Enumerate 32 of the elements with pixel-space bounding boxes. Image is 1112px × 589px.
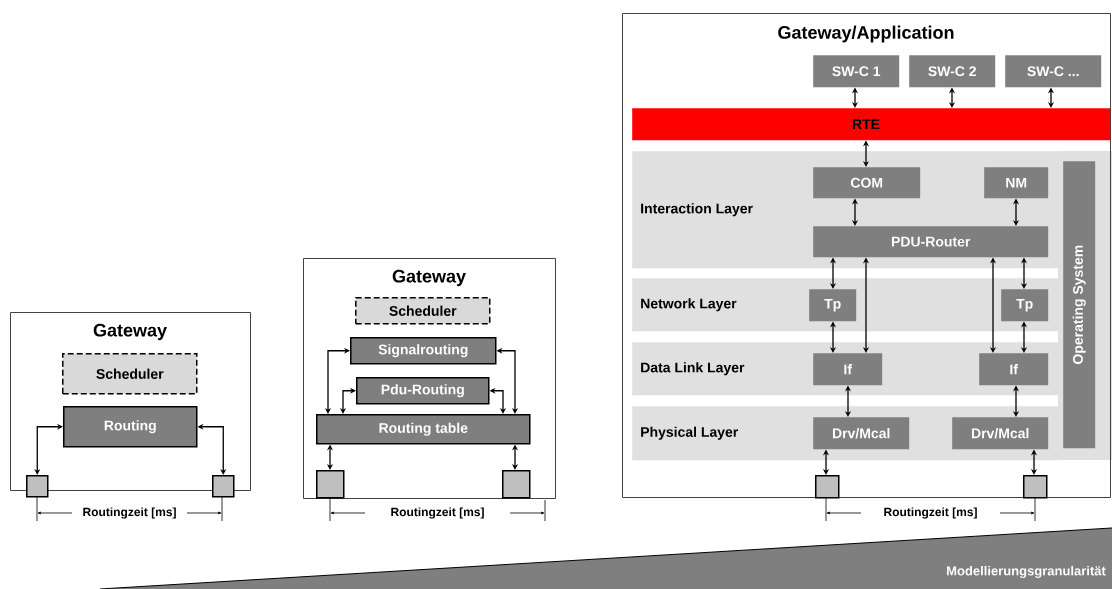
dimension-label: Routingzeit [ms]	[389, 506, 486, 520]
node-label: Physical Layer	[641, 426, 739, 440]
bus-port	[1023, 475, 1048, 499]
bus-port	[502, 470, 531, 499]
module-box: PDU-Router	[813, 226, 1049, 258]
node-label: Interaction Layer	[641, 203, 753, 217]
module-box: Routing	[63, 406, 198, 448]
module-box: Drv/Mcal	[952, 417, 1049, 450]
node-label: Network Layer	[641, 298, 737, 312]
module-box: COM	[813, 167, 921, 199]
module-box: SW-C 2	[909, 55, 996, 88]
rte-bar: RTE	[632, 108, 1111, 141]
module-box: NM	[984, 167, 1049, 199]
module-box: Pdu-Routing	[356, 377, 490, 405]
module-box: Signalrouting	[350, 337, 497, 365]
bus-port	[212, 475, 235, 498]
module-box: Routing table	[316, 414, 531, 445]
module-box: If	[979, 353, 1049, 386]
os-bar: Operating System	[1063, 161, 1096, 449]
node-label: Data Link Layer	[641, 362, 745, 376]
module-box: Tp	[1001, 289, 1049, 322]
module-box: If	[813, 353, 883, 386]
module-box: SW-C ...	[1005, 55, 1102, 88]
module-box: Tp	[809, 289, 857, 322]
module-box: SW-C 1	[813, 55, 900, 88]
scheduler-box: Scheduler	[355, 297, 491, 325]
bus-port	[815, 475, 840, 499]
bus-port	[316, 470, 345, 499]
module-box: Drv/Mcal	[813, 417, 910, 450]
scheduler-box: Scheduler	[62, 353, 198, 395]
granularity-wedge: Modellierungsgranularität	[99, 527, 1112, 589]
bus-port	[26, 475, 49, 498]
